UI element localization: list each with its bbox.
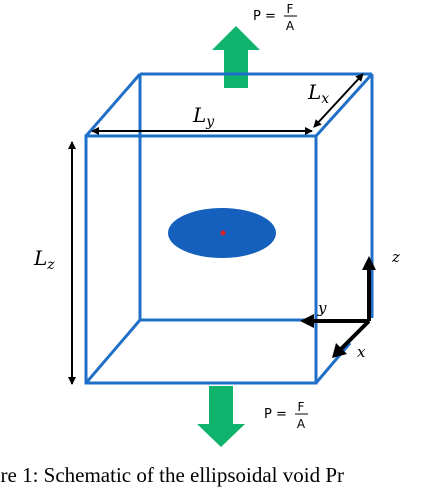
box-front-face [84,134,318,385]
lz-label: Lz [33,246,55,273]
void-center-dot [220,230,226,236]
svg-text:P =: P = [264,407,287,422]
svg-text:F: F [287,2,294,16]
svg-text:P =: P = [253,9,276,24]
pressure-arrow-up [212,26,260,88]
x-axis-arrow [338,319,371,352]
coordinate-axes [311,267,371,352]
y-axis-label: y [317,299,327,317]
pressure-label-top: P = F A [253,2,297,33]
z-axis-head [362,256,376,270]
pressure-arrow-down [197,386,245,447]
svg-text:F: F [298,400,305,414]
lx-dimension-arrow [313,73,364,128]
pressure-label-bottom: P = F A [264,400,308,431]
x-axis-label: x [357,343,366,361]
lx-label: Lx [307,80,329,107]
z-axis-label: z [391,248,400,266]
x-axis-head [332,343,347,358]
svg-text:A: A [297,417,306,431]
y-axis-head [300,314,314,328]
figure-caption: ure 1: Schematic of the ellipsoidal void… [0,463,345,487]
ly-label: Ly [192,103,215,130]
svg-text:A: A [286,19,295,33]
